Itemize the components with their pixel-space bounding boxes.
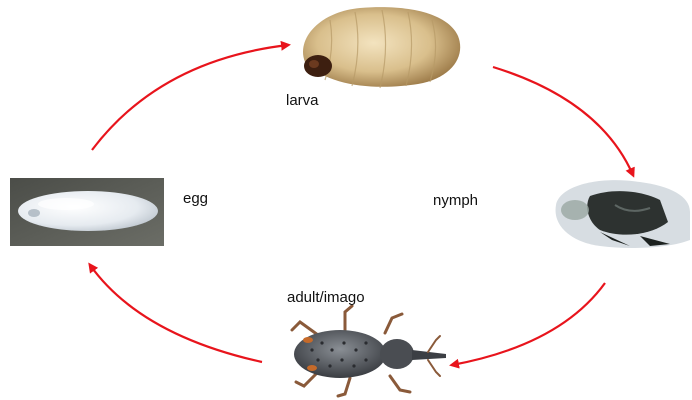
arrow-adult-to-egg bbox=[88, 262, 263, 364]
nymph-image bbox=[555, 180, 690, 248]
arrow-egg-to-larva bbox=[91, 40, 291, 151]
adult-label: adult/imago bbox=[287, 289, 365, 306]
adult-image bbox=[290, 304, 446, 398]
larva-label: larva bbox=[286, 92, 319, 109]
nymph-label: nymph bbox=[433, 192, 479, 209]
arrow-nymph-to-adult bbox=[449, 282, 606, 369]
arrow-larva-to-nymph bbox=[492, 65, 635, 178]
egg-label: egg bbox=[183, 190, 209, 207]
egg-image bbox=[10, 178, 164, 246]
larva-image bbox=[303, 7, 461, 89]
